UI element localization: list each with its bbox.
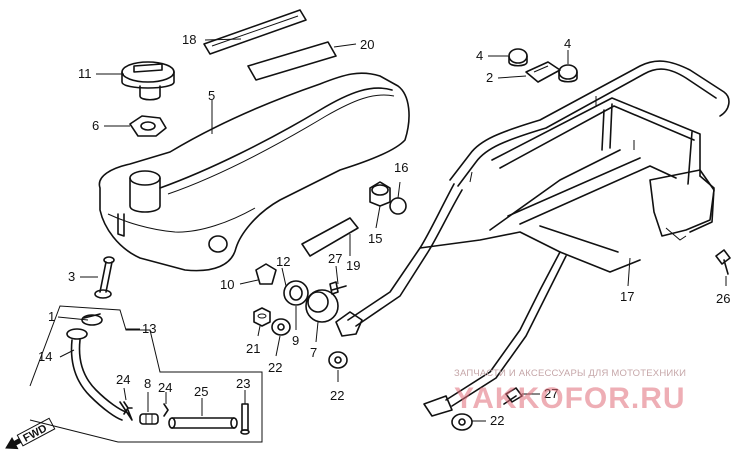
callout-25: 25 (194, 384, 208, 399)
bolt-27a (329, 281, 347, 295)
fuel-hose (66, 313, 133, 421)
fuel-cap (121, 61, 175, 101)
callout-13: 13 (142, 321, 156, 336)
callout-26: 26 (716, 291, 730, 306)
rubber-16 (389, 197, 407, 215)
bolt-27b (503, 387, 523, 405)
callout-2: 2 (486, 70, 493, 85)
callout-15: 15 (368, 231, 382, 246)
fuel-tank (98, 72, 410, 272)
fwd-label: FWD (21, 422, 49, 444)
decal-20 (247, 41, 337, 81)
washer-22a (271, 318, 291, 336)
grommet-4b (558, 64, 578, 83)
callout-24a: 24 (116, 372, 130, 387)
decal-18 (203, 9, 307, 55)
callout-22b: 22 (330, 388, 344, 403)
plug-23 (240, 403, 250, 435)
callout-22c: 22 (490, 413, 504, 428)
callout-labels: 18 20 11 5 6 3 4 2 4 1 13 14 24 8 24 25 … (38, 32, 730, 428)
callout-7: 7 (310, 345, 317, 360)
callout-17: 17 (620, 289, 634, 304)
leader-lines (57, 38, 727, 422)
callout-16: 16 (394, 160, 408, 175)
callout-11: 11 (78, 66, 92, 81)
cushion-10 (255, 263, 277, 285)
watermark-tagline: ЗАПЧАСТИ И АКСЕССУАРЫ ДЛЯ МОТОТЕХНИКИ (454, 368, 686, 379)
callout-18: 18 (182, 32, 196, 47)
callout-4b: 4 (564, 36, 571, 51)
callout-10: 10 (220, 277, 234, 292)
clip-24b (163, 403, 169, 417)
watermark: ЗАПЧАСТИ И АКСЕССУАРЫ ДЛЯ МОТОТЕХНИКИ YA… (454, 368, 686, 415)
callout-27a: 27 (328, 251, 342, 266)
callout-14: 14 (38, 349, 52, 364)
callout-24b: 24 (158, 380, 172, 395)
callout-12: 12 (276, 254, 290, 269)
grommet-9 (283, 280, 309, 306)
watermark-brand: YAKKOFOR.RU (454, 382, 686, 415)
callout-27b: 27 (544, 386, 558, 401)
callout-5: 5 (208, 88, 215, 103)
fwd-arrow: FWD (5, 417, 56, 450)
callout-21: 21 (246, 341, 260, 356)
callout-20: 20 (360, 37, 374, 52)
clip-24a (123, 401, 133, 415)
callout-6: 6 (92, 118, 99, 133)
callout-22a: 22 (268, 360, 282, 375)
nut-21 (253, 307, 271, 327)
callout-8: 8 (144, 376, 151, 391)
bolt-26 (715, 249, 731, 275)
rear-frame (335, 60, 730, 417)
bolt-3 (94, 256, 115, 299)
hose-25 (168, 417, 238, 429)
cap-gasket (129, 115, 167, 137)
callout-3: 3 (68, 269, 75, 284)
grommet-2 (525, 61, 561, 83)
callout-23: 23 (236, 376, 250, 391)
plate-19 (301, 217, 359, 257)
callout-4a: 4 (476, 48, 483, 63)
washer-22c (451, 413, 473, 431)
cap-7 (305, 289, 339, 323)
collar-15 (369, 181, 391, 207)
hose-assembly-box (29, 305, 263, 443)
washer-22b (328, 351, 348, 369)
grommet-4a (508, 48, 528, 67)
joint-8 (139, 413, 159, 425)
callout-19: 19 (346, 258, 360, 273)
callout-1: 1 (48, 309, 55, 324)
callout-9: 9 (292, 333, 299, 348)
